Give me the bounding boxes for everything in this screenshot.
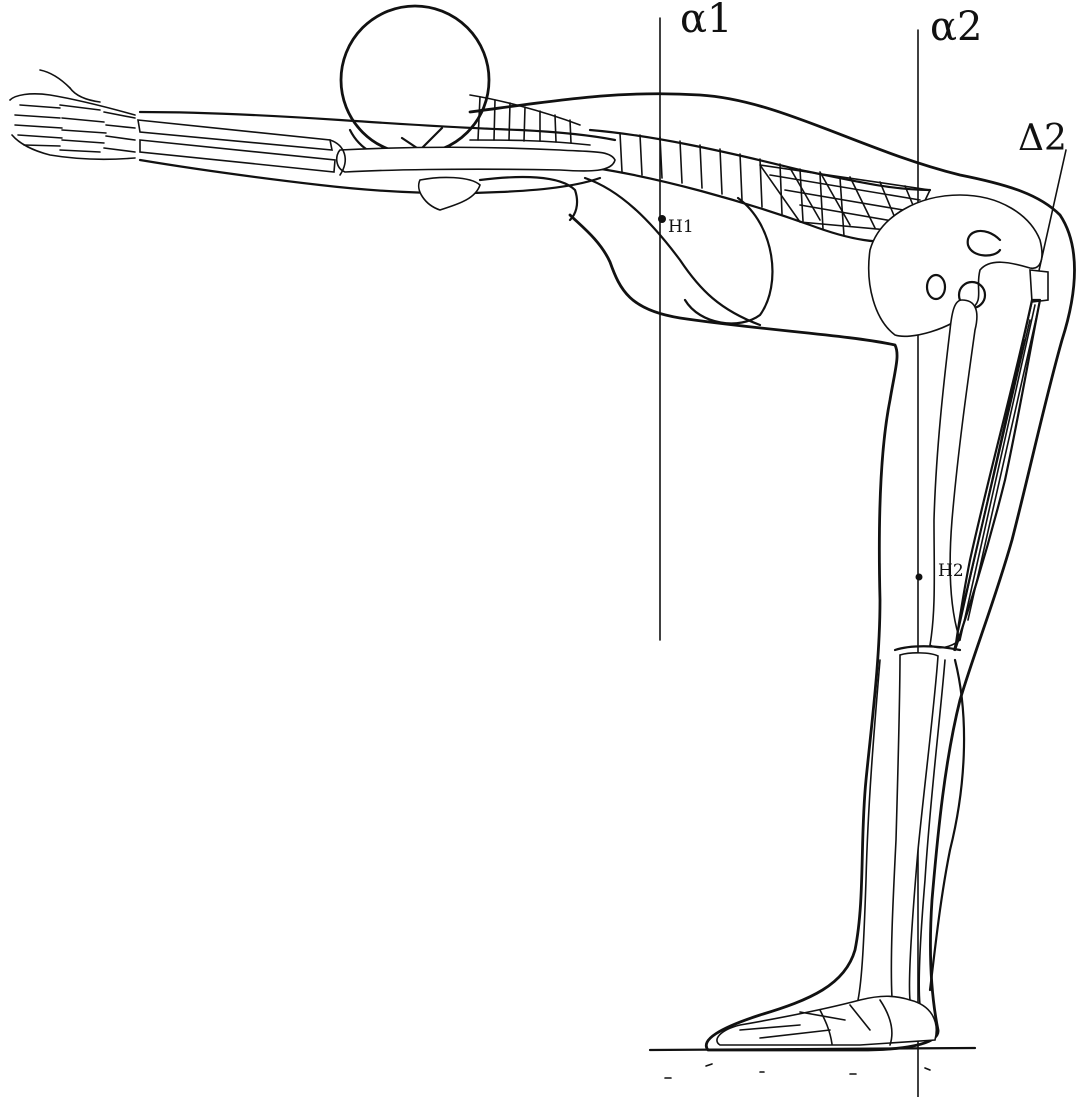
neck-vertebrae	[470, 95, 590, 145]
spine-lower-edge	[595, 168, 910, 242]
axilla-contour	[480, 177, 577, 220]
ischium-block	[1030, 270, 1048, 302]
h2-point	[916, 574, 923, 581]
h2-label: H2	[938, 561, 964, 581]
hand-bones	[10, 70, 135, 159]
spine-vertebrae	[620, 133, 844, 236]
scapula-bone	[419, 177, 480, 210]
ground-speckles	[665, 1064, 930, 1078]
alpha2-label: α2	[930, 4, 982, 50]
shin-contour	[858, 660, 880, 1000]
h1-point	[658, 215, 666, 223]
knee-joint	[895, 646, 960, 650]
humerus-bone	[337, 147, 615, 172]
delta2-label: Δ2	[1018, 118, 1067, 159]
alpha1-label: α1	[680, 0, 732, 42]
foot-bones	[717, 996, 936, 1045]
abdomen-oval	[685, 198, 772, 323]
head-circle	[341, 6, 489, 154]
h1-label: H1	[668, 217, 694, 237]
